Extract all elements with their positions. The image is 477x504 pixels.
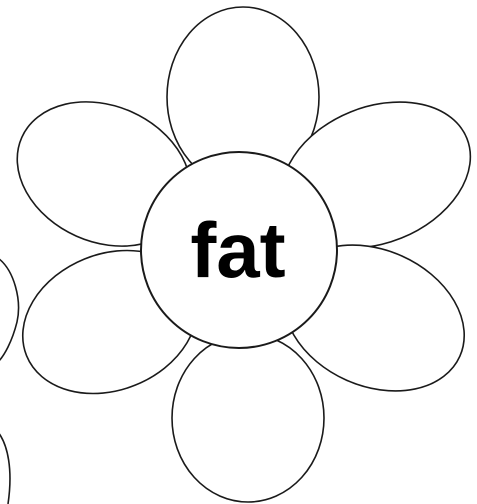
petal-bottom [172,334,324,502]
center-word: fat [190,206,285,294]
neighbor-petal-lower [0,432,10,504]
neighbor-petal-upper [0,258,18,362]
